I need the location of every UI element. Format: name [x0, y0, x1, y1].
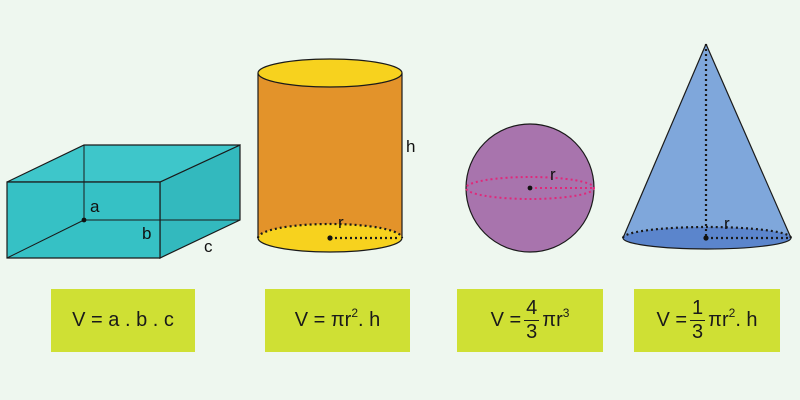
prism-hidden-edges: [6, 145, 240, 259]
prism-corner-dot: [81, 217, 87, 223]
cone-formula-pi: π: [708, 308, 722, 331]
cone-fraction-denominator: 3: [692, 321, 704, 343]
cylinder: r h: [256, 58, 415, 253]
cone-left-slant: [622, 43, 707, 239]
prism-label-c: c: [204, 237, 213, 256]
cylinder-label-r: r: [338, 213, 344, 232]
sphere-formula-r: r: [556, 308, 563, 331]
rectangular-prism: a b c: [6, 144, 241, 259]
sphere-fraction-denominator: 3: [526, 321, 538, 343]
sphere: r: [465, 123, 595, 253]
cone-center-dot: [703, 235, 709, 241]
cylinder-body: [258, 73, 402, 238]
sphere-formula-exponent: 3: [562, 305, 570, 320]
prism-label-a: a: [90, 197, 100, 216]
sphere-formula-pi: π: [542, 308, 557, 331]
cylinder-center-dot: [327, 235, 333, 241]
cylinder-top: [257, 58, 403, 88]
cylinder-label-h: h: [406, 137, 415, 156]
cylinder-base-back-edge: [256, 222, 404, 239]
solids-illustration: a b c r h r: [6, 43, 793, 259]
cylinder-formula: V = πr2. h: [294, 306, 381, 332]
cylinder-formula-suffix: . h: [358, 309, 381, 331]
cone-formula-prefix: V =: [656, 308, 688, 331]
cone: r: [621, 43, 793, 250]
cone-right-slant: [705, 43, 792, 239]
sphere-label-r: r: [550, 165, 556, 184]
sphere-fraction-numerator: 4: [524, 297, 540, 321]
prism-label-b: b: [142, 224, 151, 243]
cone-formula-r: r: [721, 308, 729, 331]
cone-fraction-numerator: 1: [690, 297, 706, 321]
cylinder-base-front-edge: [257, 237, 403, 253]
cylinder-formula-r: r: [344, 309, 352, 331]
cone-base-front-edge: [622, 237, 792, 250]
cylinder-formula-box: V = πr2. h: [265, 289, 410, 352]
cone-base-back-edge: [621, 225, 793, 239]
sphere-center-dot: [527, 185, 533, 191]
prism-formula: V = a . b . c: [72, 309, 174, 331]
cylinder-formula-exponent: 2: [351, 306, 359, 320]
sphere-equator: [465, 176, 595, 200]
cone-label-r: r: [724, 214, 730, 233]
cone-formula-exponent: 2: [728, 305, 736, 320]
sphere-formula-prefix: V =: [490, 308, 522, 331]
cylinder-formula-prefix: V =: [294, 309, 331, 331]
prism-formula-box: V = a . b . c: [51, 289, 195, 352]
cylinder-formula-pi: π: [330, 309, 345, 331]
cone-formula-suffix: . h: [735, 308, 758, 331]
